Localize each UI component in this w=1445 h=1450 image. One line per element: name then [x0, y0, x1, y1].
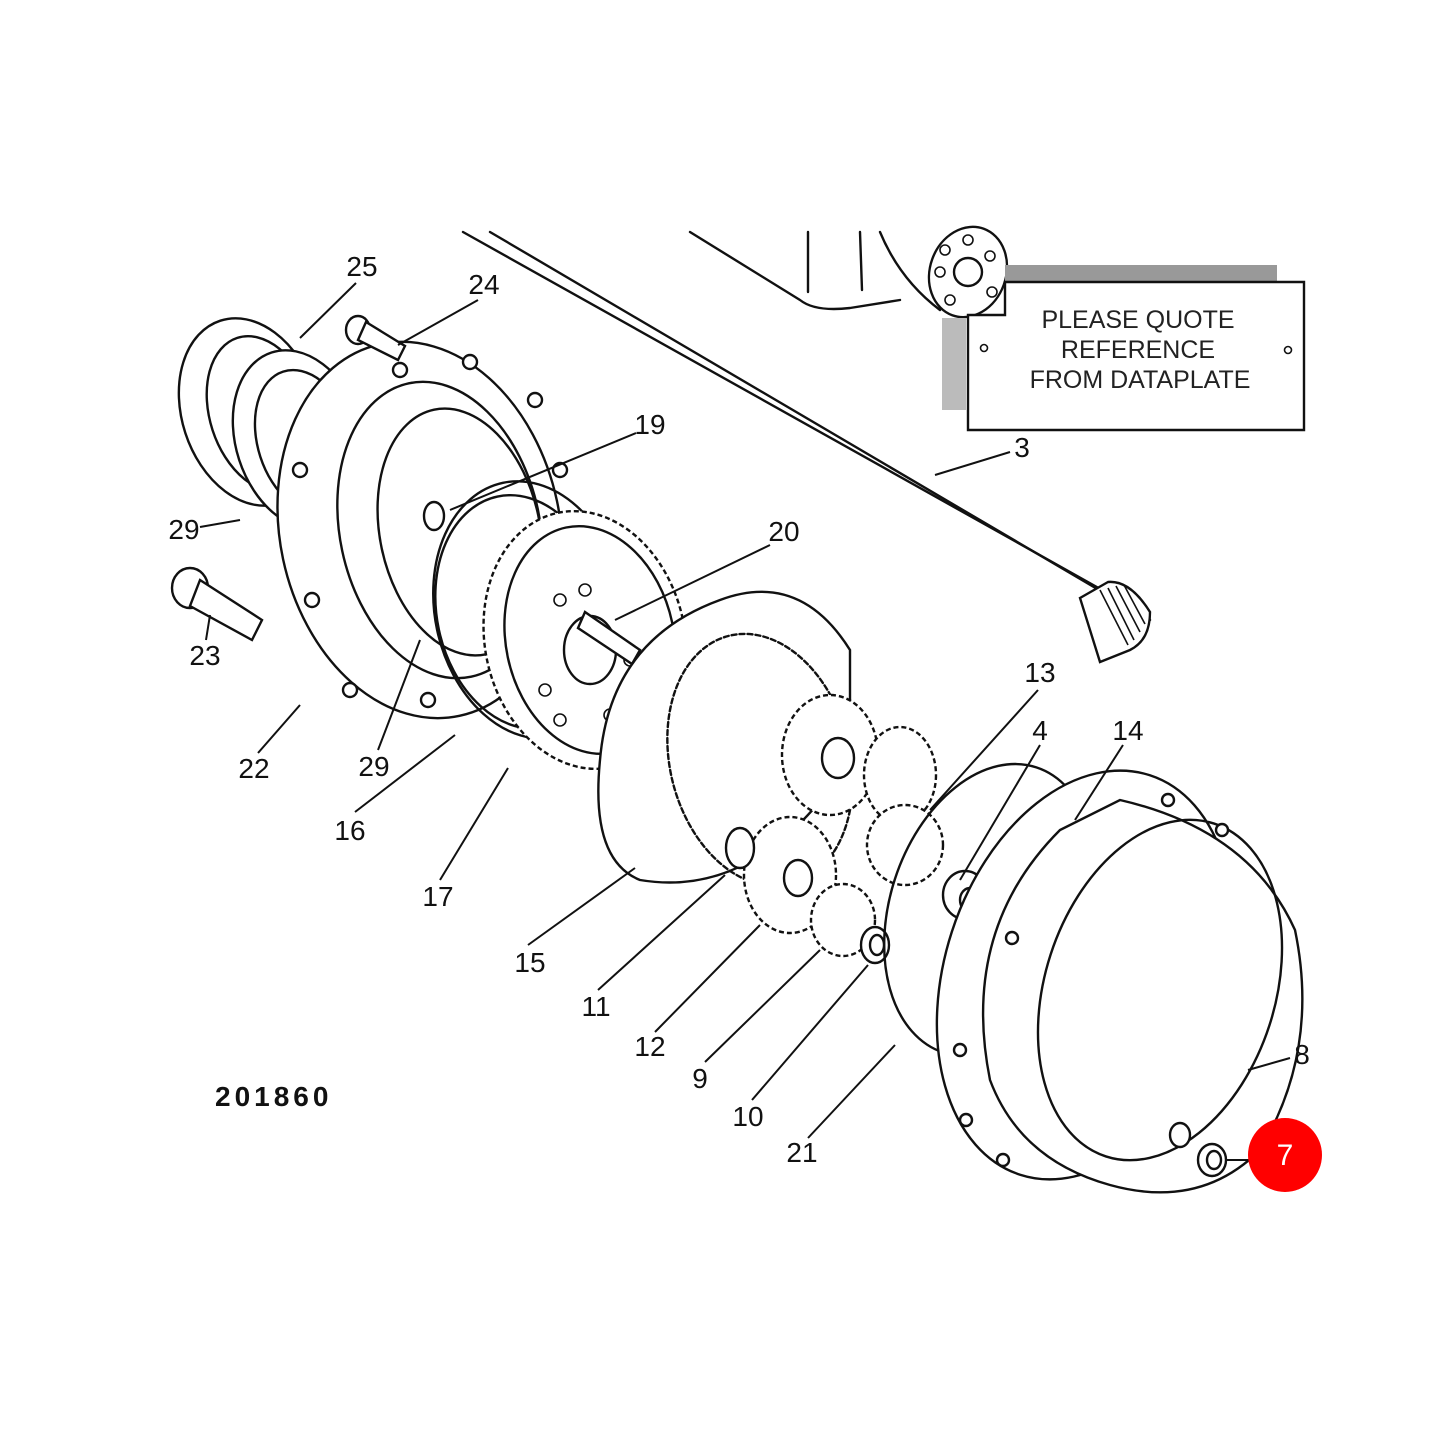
thrust-washer [859, 925, 891, 965]
highlighted-callout-7[interactable]: 7 [1248, 1118, 1322, 1192]
callout-4: 4 [1032, 715, 1048, 746]
planet-gears [724, 693, 945, 958]
callout-19: 19 [634, 409, 665, 440]
callout-11: 11 [581, 991, 610, 1022]
callout-23: 23 [189, 640, 220, 671]
callout-16: 16 [334, 815, 365, 846]
leader-lines [199, 282, 1291, 1161]
callout-9: 9 [692, 1063, 708, 1094]
drain-plug [1196, 1142, 1228, 1178]
callout-labels: 25 24 19 3 29 23 20 22 29 16 17 13 4 14 … [168, 251, 1309, 1168]
dataplate-line2: REFERENCE [1061, 336, 1215, 364]
callout-24: 24 [468, 269, 499, 300]
axle-shaft [461, 230, 1152, 664]
motor-housing [688, 225, 1009, 319]
callout-15: 15 [514, 947, 545, 978]
callout-3: 3 [1014, 432, 1030, 463]
callout-22: 22 [238, 753, 269, 784]
stud-bolt-24 [344, 314, 407, 362]
stud-bolt-23 [170, 566, 264, 642]
callout-12: 12 [634, 1031, 665, 1062]
dataplate-line3: FROM DATAPLATE [1030, 366, 1251, 394]
callout-29a: 29 [168, 514, 199, 545]
callout-17: 17 [422, 881, 453, 912]
hub-cover [935, 769, 1304, 1194]
highlight-marker [1248, 1118, 1322, 1192]
callout-21: 21 [786, 1137, 817, 1168]
callout-14: 14 [1112, 715, 1143, 746]
dataplate: PLEASE QUOTE REFERENCE FROM DATAPLATE [942, 265, 1306, 432]
callout-10: 10 [732, 1101, 763, 1132]
callout-29b: 29 [358, 751, 389, 782]
dataplate-line1: PLEASE QUOTE [1041, 306, 1234, 334]
callout-13: 13 [1024, 657, 1055, 688]
callout-7: 7 [1277, 1139, 1294, 1172]
callout-8: 8 [1294, 1039, 1310, 1070]
callout-25: 25 [346, 251, 377, 282]
drawing-number: 201860 [215, 1081, 332, 1112]
callout-20: 20 [768, 516, 799, 547]
